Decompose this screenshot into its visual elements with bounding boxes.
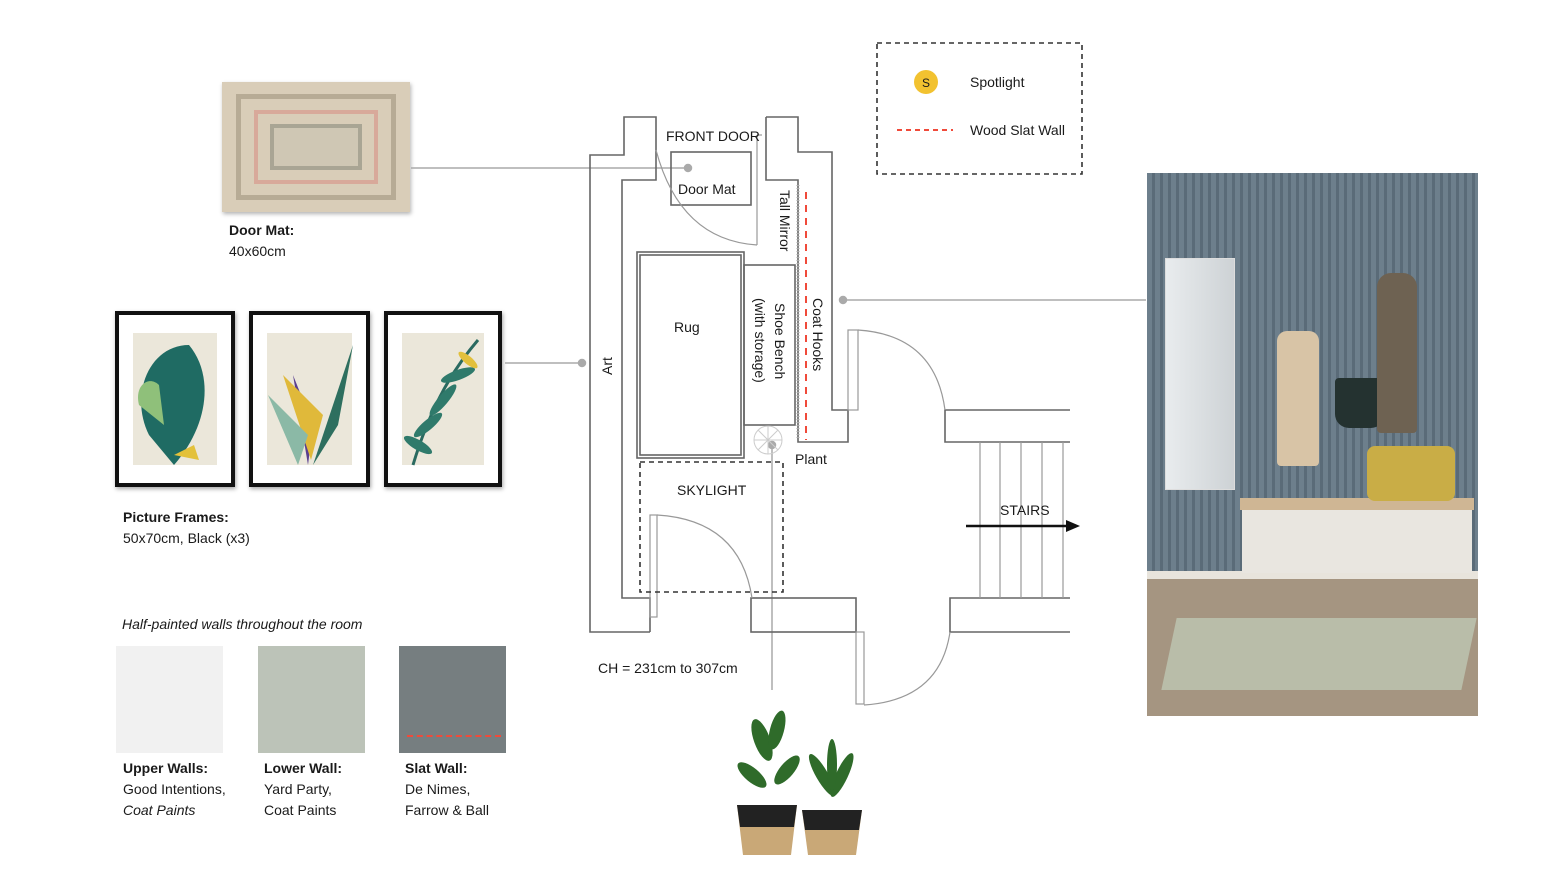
shoe-bench-plan — [743, 264, 796, 426]
bag — [1335, 378, 1385, 428]
picture-frame-3 — [384, 311, 502, 487]
slat-wall-paint: De Nimes, — [405, 781, 471, 797]
rug-plan — [636, 251, 745, 459]
upper-walls-brand: Coat Paints — [123, 802, 196, 818]
rug-label: Rug — [674, 319, 700, 335]
upper-walls-caption: Upper Walls: Good Intentions, Coat Paint… — [123, 758, 226, 821]
tall-mirror-label: Tall Mirror — [777, 190, 793, 252]
plant-icon — [753, 425, 783, 455]
shoe-bench-label: Shoe Bench — [772, 303, 788, 379]
tall-mirror — [1165, 258, 1235, 490]
walls — [589, 116, 1070, 633]
legend-wood-slat-wall: Wood Slat Wall — [970, 122, 1065, 138]
spotlight-symbol: S — [922, 76, 930, 90]
legend-spotlight: Spotlight — [970, 74, 1025, 90]
hallway-mood-photo — [1147, 173, 1478, 716]
picture-frames-detail: 50x70cm, Black (x3) — [123, 530, 250, 546]
door-mat-image — [222, 82, 410, 212]
swatch-upper-walls — [116, 646, 223, 753]
door-mat-title: Door Mat: — [229, 222, 295, 238]
slat-wall-brand: Farrow & Ball — [405, 802, 490, 818]
slat-marker — [407, 735, 501, 737]
art-label: Art — [599, 357, 615, 375]
cushion — [1367, 446, 1455, 501]
plant-photo — [737, 710, 862, 855]
lower-wall-title: Lower Wall: — [264, 760, 343, 776]
paint-heading: Half-painted walls throughout the room — [122, 616, 363, 632]
door-mat-plan — [670, 151, 752, 206]
doors — [649, 134, 1064, 706]
lower-wall-brand: Coat Paints — [264, 802, 337, 818]
door-mat-size: 40x60cm — [229, 243, 286, 259]
door-mat-label: Door Mat — [678, 181, 736, 197]
shoe-bench-sublabel: (with storage) — [752, 298, 768, 383]
shoe-bench — [1242, 498, 1472, 573]
stairs-arrow — [966, 520, 1080, 532]
coat-hooks-label: Coat Hooks — [810, 298, 826, 371]
scarf-coat — [1377, 273, 1417, 433]
picture-frames-title: Picture Frames: — [123, 509, 229, 525]
legend-box — [876, 42, 1083, 175]
skylight-outline — [639, 461, 784, 593]
lower-wall-caption: Lower Wall: Yard Party, Coat Paints — [264, 758, 342, 821]
stairs-label: STAIRS — [1000, 502, 1050, 518]
plant-label: Plant — [795, 451, 827, 467]
swatch-slat-wall — [399, 646, 506, 753]
leader-lines — [411, 163, 1146, 690]
spotlight-icon — [914, 70, 938, 94]
door-mat-caption: Door Mat: 40x60cm — [229, 220, 294, 262]
upper-walls-title: Upper Walls: — [123, 760, 209, 776]
swatch-lower-wall — [258, 646, 365, 753]
runner-rug — [1161, 618, 1477, 690]
ceiling-height-label: CH = 231cm to 307cm — [598, 660, 738, 676]
skylight-label: SKYLIGHT — [677, 482, 747, 498]
slat-wall-title: Slat Wall: — [405, 760, 468, 776]
front-door-label: FRONT DOOR — [666, 128, 760, 144]
picture-frames-caption: Picture Frames: 50x70cm, Black (x3) — [123, 507, 250, 549]
upper-walls-paint: Good Intentions, — [123, 781, 226, 797]
picture-frame-1 — [115, 311, 235, 487]
coat — [1277, 331, 1319, 466]
lower-wall-paint: Yard Party, — [264, 781, 332, 797]
picture-frame-2 — [249, 311, 370, 487]
slat-wall-caption: Slat Wall: De Nimes, Farrow & Ball — [405, 758, 489, 821]
